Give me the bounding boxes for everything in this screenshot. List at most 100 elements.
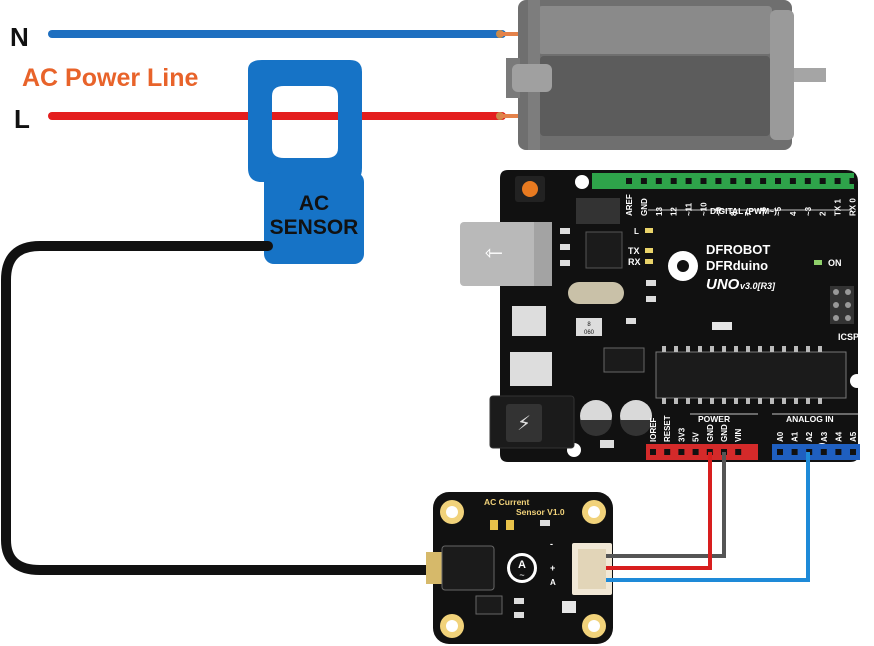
digital-pin-label: ~11 xyxy=(685,202,694,216)
power-lines: N L AC Power Line xyxy=(10,22,518,134)
digital-pin-hole xyxy=(775,178,781,184)
logo-tilde: ~ xyxy=(519,570,524,580)
version-sub: v3.0[R3] xyxy=(740,281,776,291)
dc-motor-icon xyxy=(506,0,826,150)
atmega-chip xyxy=(655,351,847,399)
logo-letter: A xyxy=(518,559,526,571)
digital-pin-label: ~6 xyxy=(759,206,768,216)
model-name: DFRduino xyxy=(706,258,768,273)
wire-5v xyxy=(606,452,712,570)
icsp-label: ICSP xyxy=(838,332,859,342)
digital-pin-holes xyxy=(626,178,856,184)
analog-pin-label: A2 xyxy=(805,431,814,442)
digital-pin-label: 7 xyxy=(744,211,753,216)
digital-pin-label: ~5 xyxy=(774,206,783,216)
svg-text:⚡: ⚡ xyxy=(517,411,531,435)
clamp-sensor-label-2: SENSOR xyxy=(270,216,359,239)
power-pin-hole xyxy=(678,449,685,455)
digital-pin-label: 12 xyxy=(670,207,679,216)
chip-mark: 060 xyxy=(584,330,595,336)
power-pin-hole xyxy=(650,449,656,455)
led-rx-label: RX xyxy=(628,257,641,267)
svg-text:⇽: ⇽ xyxy=(485,241,503,266)
digital-pin-label: AREF xyxy=(625,194,634,216)
power-pin-hole xyxy=(692,449,699,455)
wire-gnd xyxy=(606,452,726,558)
led-l-label: L xyxy=(634,227,639,236)
chip-pins xyxy=(662,346,822,404)
digital-pin-hole xyxy=(730,178,737,184)
analog-label: ANALOG IN xyxy=(786,414,834,424)
digital-label: DIGITAL (PWM~) xyxy=(710,206,777,216)
digital-pin-label: 8 xyxy=(729,211,738,216)
analog-pin-label: A3 xyxy=(820,431,829,442)
digital-pin-label: ~10 xyxy=(700,202,709,216)
power-header xyxy=(646,444,758,460)
digital-pin-label: ~9 xyxy=(714,206,723,216)
clamp-sensor-label-1: AC xyxy=(299,192,329,215)
led-tx-label: TX xyxy=(628,246,640,256)
power-pin-hole xyxy=(664,449,671,455)
pin-minus-label: - xyxy=(550,539,553,549)
analog-pin-hole xyxy=(791,449,798,455)
digital-pin-hole xyxy=(685,178,692,184)
digital-pin-hole xyxy=(849,178,856,184)
wire-signal xyxy=(606,452,810,582)
digital-pin-label: RX 0 xyxy=(849,198,858,216)
digital-pin-label: 4 xyxy=(789,211,798,216)
analog-pin-label: A1 xyxy=(791,431,800,442)
power-pin-label: RESET xyxy=(663,415,672,442)
digital-pin-hole xyxy=(804,178,811,184)
usb-connector: ⇽ xyxy=(460,222,552,286)
digital-pin-label: TX 1 xyxy=(834,199,843,216)
power-pin-label: GND xyxy=(706,424,715,442)
digital-pin-hole xyxy=(700,178,707,184)
digital-pin-label: ~3 xyxy=(804,206,813,216)
digital-pin-hole xyxy=(655,178,662,184)
analog-pin-hole xyxy=(835,449,842,455)
led-on-label: ON xyxy=(828,258,842,268)
power-pin-label: IOREF xyxy=(649,417,658,442)
power-pin-label: 5V xyxy=(692,432,701,442)
digital-pin-hole xyxy=(760,178,767,184)
digital-pin-hole xyxy=(745,178,752,184)
neutral-label: N xyxy=(10,22,29,52)
brand-name: DFROBOT xyxy=(706,242,770,257)
power-pin-hole xyxy=(735,449,742,455)
sensor-cable xyxy=(0,241,437,575)
analog-header xyxy=(772,444,860,460)
dfrobot-gear-icon xyxy=(668,251,698,281)
digital-pin-label: 2 xyxy=(819,211,828,216)
digital-pin-hole xyxy=(789,178,796,184)
ammeter-logo-icon: A ~ xyxy=(507,553,537,583)
digital-pin-hole xyxy=(626,178,632,184)
module-title-1: AC Current xyxy=(484,497,530,507)
version-main: UNO xyxy=(706,276,740,293)
dc-jack: ⚡ xyxy=(489,395,575,449)
module-title-2: Sensor V1.0 xyxy=(516,507,565,517)
pin-plus-label: + xyxy=(550,563,555,573)
clamp-sensor: AC SENSOR xyxy=(248,60,364,264)
analog-pin-label: A5 xyxy=(849,431,858,442)
digital-pin-hole xyxy=(640,178,647,184)
analog-pin-hole xyxy=(777,449,783,455)
digital-header xyxy=(592,173,854,189)
arduino-board: ⇽ ⚡ 8 060 xyxy=(460,170,864,462)
analog-pin-hole xyxy=(820,449,827,455)
digital-pin-label: 13 xyxy=(655,207,664,216)
power-line-title: AC Power Line xyxy=(22,64,199,92)
digital-pin-hole xyxy=(819,178,826,184)
power-label: POWER xyxy=(698,414,730,424)
analog-pin-hole xyxy=(850,449,856,455)
jumper-wires xyxy=(606,452,810,582)
chip-mark-top: 8 xyxy=(587,322,591,328)
audio-jack xyxy=(426,552,444,584)
ac-current-module: AC Current Sensor V1.0 A ~ - + A A xyxy=(426,492,613,644)
power-pin-label: VIN xyxy=(734,428,743,442)
digital-pin-label: GND xyxy=(640,198,649,216)
digital-pin-hole xyxy=(670,178,677,184)
power-pin-label: GND xyxy=(720,424,729,442)
